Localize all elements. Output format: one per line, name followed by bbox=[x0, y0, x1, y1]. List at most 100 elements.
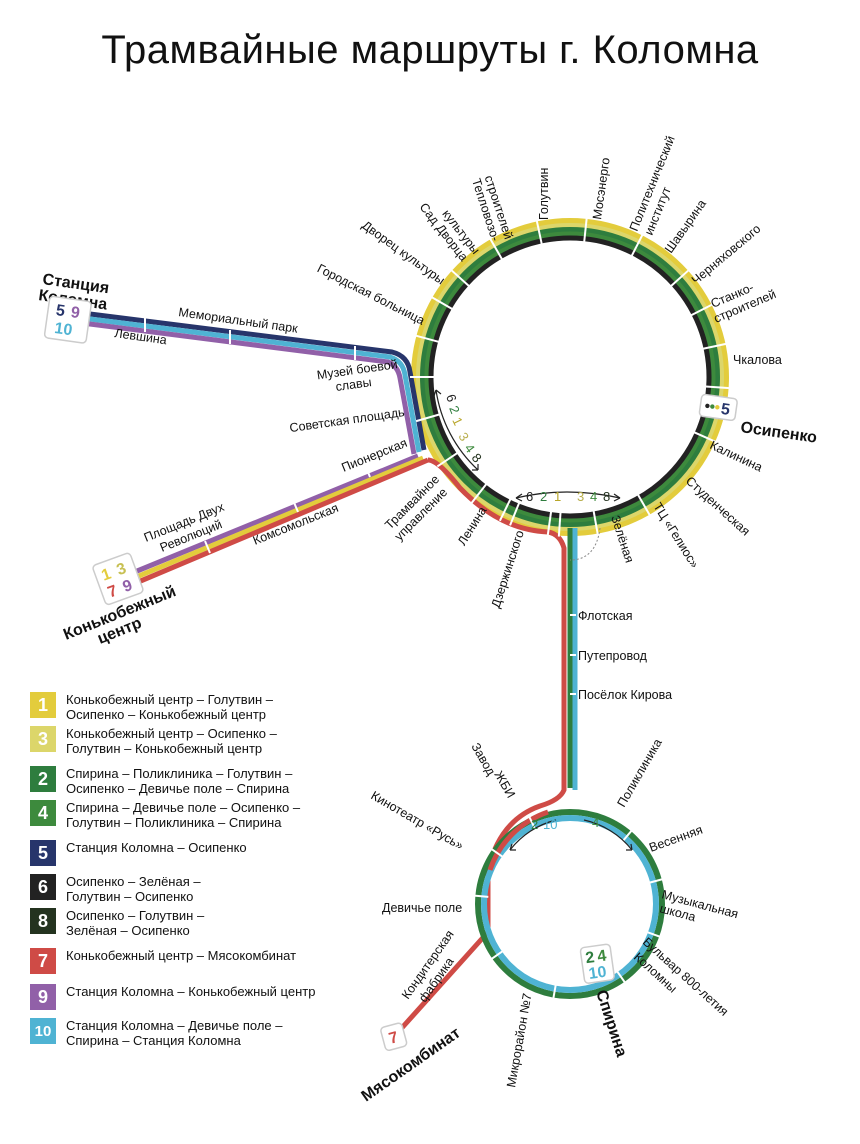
legend-item-10: 10 Станция Коломна – Девичье поле – Спири… bbox=[30, 1018, 282, 1048]
station-mikro: Микрорайон №7 bbox=[504, 992, 534, 1088]
badge-myaso: 7 bbox=[380, 1022, 408, 1052]
small-ring-tick bbox=[646, 931, 661, 938]
ring-tick bbox=[430, 296, 453, 310]
terminal-osipenko: Осипенко bbox=[739, 419, 818, 447]
legend-badge: 5 bbox=[30, 840, 56, 866]
badge-kolomna-5: 5 bbox=[55, 302, 66, 320]
legend-text: Станция Коломна – Осипенко bbox=[66, 840, 247, 855]
line-trunk bbox=[567, 527, 601, 790]
page-title: Трамвайные маршруты г. Коломна bbox=[101, 28, 759, 72]
small-ring-tick bbox=[490, 950, 504, 960]
station-gorodskaya: Городская больница bbox=[315, 261, 427, 327]
ring-tick bbox=[415, 413, 440, 423]
badge-spirina-4: 4 bbox=[596, 947, 607, 965]
line-tick bbox=[292, 499, 299, 513]
dir-ring-left-3: 3 bbox=[455, 430, 472, 444]
legend-item-4: 4 Спирина – Девичье поле – Осипенко – Гол… bbox=[30, 800, 300, 830]
station-studench: Студенческая bbox=[683, 474, 753, 539]
small-ring-tick bbox=[474, 894, 489, 898]
ring-tick bbox=[415, 334, 439, 343]
dir-ring-left-2: 2 bbox=[446, 404, 463, 416]
station-flotskaya: Флотская bbox=[578, 609, 633, 623]
dir-ring-left-1: 1 bbox=[449, 415, 466, 428]
terminal-spirina: Спирина bbox=[592, 988, 630, 1059]
dir-bottom-8: 8 bbox=[603, 489, 610, 504]
station-devichye: Девичье поле bbox=[382, 901, 462, 915]
station-chkalova: Чкалова bbox=[733, 353, 782, 367]
legend-text: Станция Коломна – Конькобежный центр bbox=[66, 984, 316, 999]
badge-konkobezh: 1 3 7 9 bbox=[92, 552, 144, 606]
legend-badge: 4 bbox=[30, 800, 56, 826]
small-ring-tick bbox=[490, 848, 504, 858]
station-chernyahov: Черняховского bbox=[689, 222, 764, 288]
station-kirova: Посёлок Кирова bbox=[578, 688, 672, 702]
legend-badge: 7 bbox=[30, 948, 56, 974]
ring-tick bbox=[583, 217, 588, 242]
station-kalinina: Калинина bbox=[708, 438, 765, 474]
station-puteprovod: Путепровод bbox=[578, 649, 648, 663]
ring-tick bbox=[637, 494, 651, 517]
ring-tick bbox=[592, 510, 599, 535]
station-kino: Кинотеатр «Русь» bbox=[369, 788, 466, 852]
line-konkobezhny bbox=[119, 453, 567, 1032]
direction-arrows bbox=[433, 389, 633, 851]
station-lenina: Ленина bbox=[455, 504, 490, 548]
ring-tick bbox=[702, 342, 727, 350]
dir-bottom-6: 6 bbox=[526, 489, 533, 504]
legend-text: Конькобежный центр – Мясокомбинат bbox=[66, 948, 297, 963]
station-shavyrina: Шавырина bbox=[662, 197, 709, 256]
ring-tick bbox=[498, 498, 512, 522]
badge-myaso-7: 7 bbox=[387, 1029, 400, 1048]
main-ring bbox=[411, 218, 729, 536]
station-poliklinika: Поликлиника bbox=[614, 736, 664, 809]
badge-kolomna-10: 10 bbox=[53, 320, 73, 339]
ring-tick bbox=[450, 269, 470, 287]
legend-item-5: 5 Станция Коломна – Осипенко bbox=[30, 840, 247, 866]
ring-tick bbox=[509, 502, 520, 526]
badge-spirina: 2 4 10 bbox=[579, 943, 615, 984]
small-ring-tick bbox=[648, 878, 663, 884]
badge-osipenko: 5 bbox=[698, 393, 738, 422]
legend-badge: 1 bbox=[30, 692, 56, 718]
legend-text: Осипенко – Голутвин – Зелёная – Осипенко bbox=[66, 908, 205, 938]
small-ring bbox=[475, 809, 665, 999]
small-ring-tick bbox=[621, 829, 633, 842]
ring-tick bbox=[630, 233, 644, 257]
station-zavod-2: ЖБИ bbox=[491, 769, 517, 801]
ring-tick bbox=[705, 385, 730, 390]
station-muzey-2: славы bbox=[335, 375, 373, 394]
dir-bottom-1: 1 bbox=[554, 489, 561, 504]
station-dzerzh: Дзержинского bbox=[489, 529, 527, 610]
small-ring-tick bbox=[528, 816, 537, 831]
badge-spirina-10: 10 bbox=[588, 964, 608, 983]
legend-badge: 10 bbox=[30, 1018, 56, 1044]
legend-text: Станция Коломна – Девичье поле – Спирина… bbox=[66, 1018, 283, 1048]
ring-tick bbox=[489, 237, 503, 260]
dir-bottom-2: 2 bbox=[540, 489, 547, 504]
badge-kolomna-9: 9 bbox=[70, 304, 81, 322]
station-golutvin: Голутвин bbox=[537, 167, 551, 220]
dir-bottom-4: 4 bbox=[590, 489, 597, 504]
ring-tick bbox=[535, 220, 543, 245]
station-sovetskaya: Советская площадь bbox=[289, 405, 406, 435]
ring-tick bbox=[470, 483, 488, 504]
legend-badge: 2 bbox=[30, 766, 56, 792]
line-tick bbox=[364, 464, 371, 478]
legend-item-9: 9 Станция Коломна – Конькобежный центр bbox=[30, 984, 315, 1010]
line-kolomna bbox=[81, 310, 427, 455]
legend-text: Конькобежный центр – Осипенко – Голутвин… bbox=[66, 726, 277, 756]
badge-kolomna: 5 9 10 bbox=[43, 295, 92, 344]
legend-text: Осипенко – Зелёная – Голутвин – Осипенко bbox=[66, 874, 201, 904]
legend-badge: 6 bbox=[30, 874, 56, 900]
legend-badge: 9 bbox=[30, 984, 56, 1010]
badge-osipenko-5: 5 bbox=[720, 401, 731, 419]
dir-small-2: 2 bbox=[531, 817, 538, 832]
station-zavod-1: Завод bbox=[468, 741, 498, 779]
ring-tick bbox=[690, 303, 714, 317]
legend-text: Спирина – Девичье поле – Осипенко – Голу… bbox=[66, 800, 301, 830]
station-vesennyaya: Весенняя bbox=[647, 823, 704, 855]
